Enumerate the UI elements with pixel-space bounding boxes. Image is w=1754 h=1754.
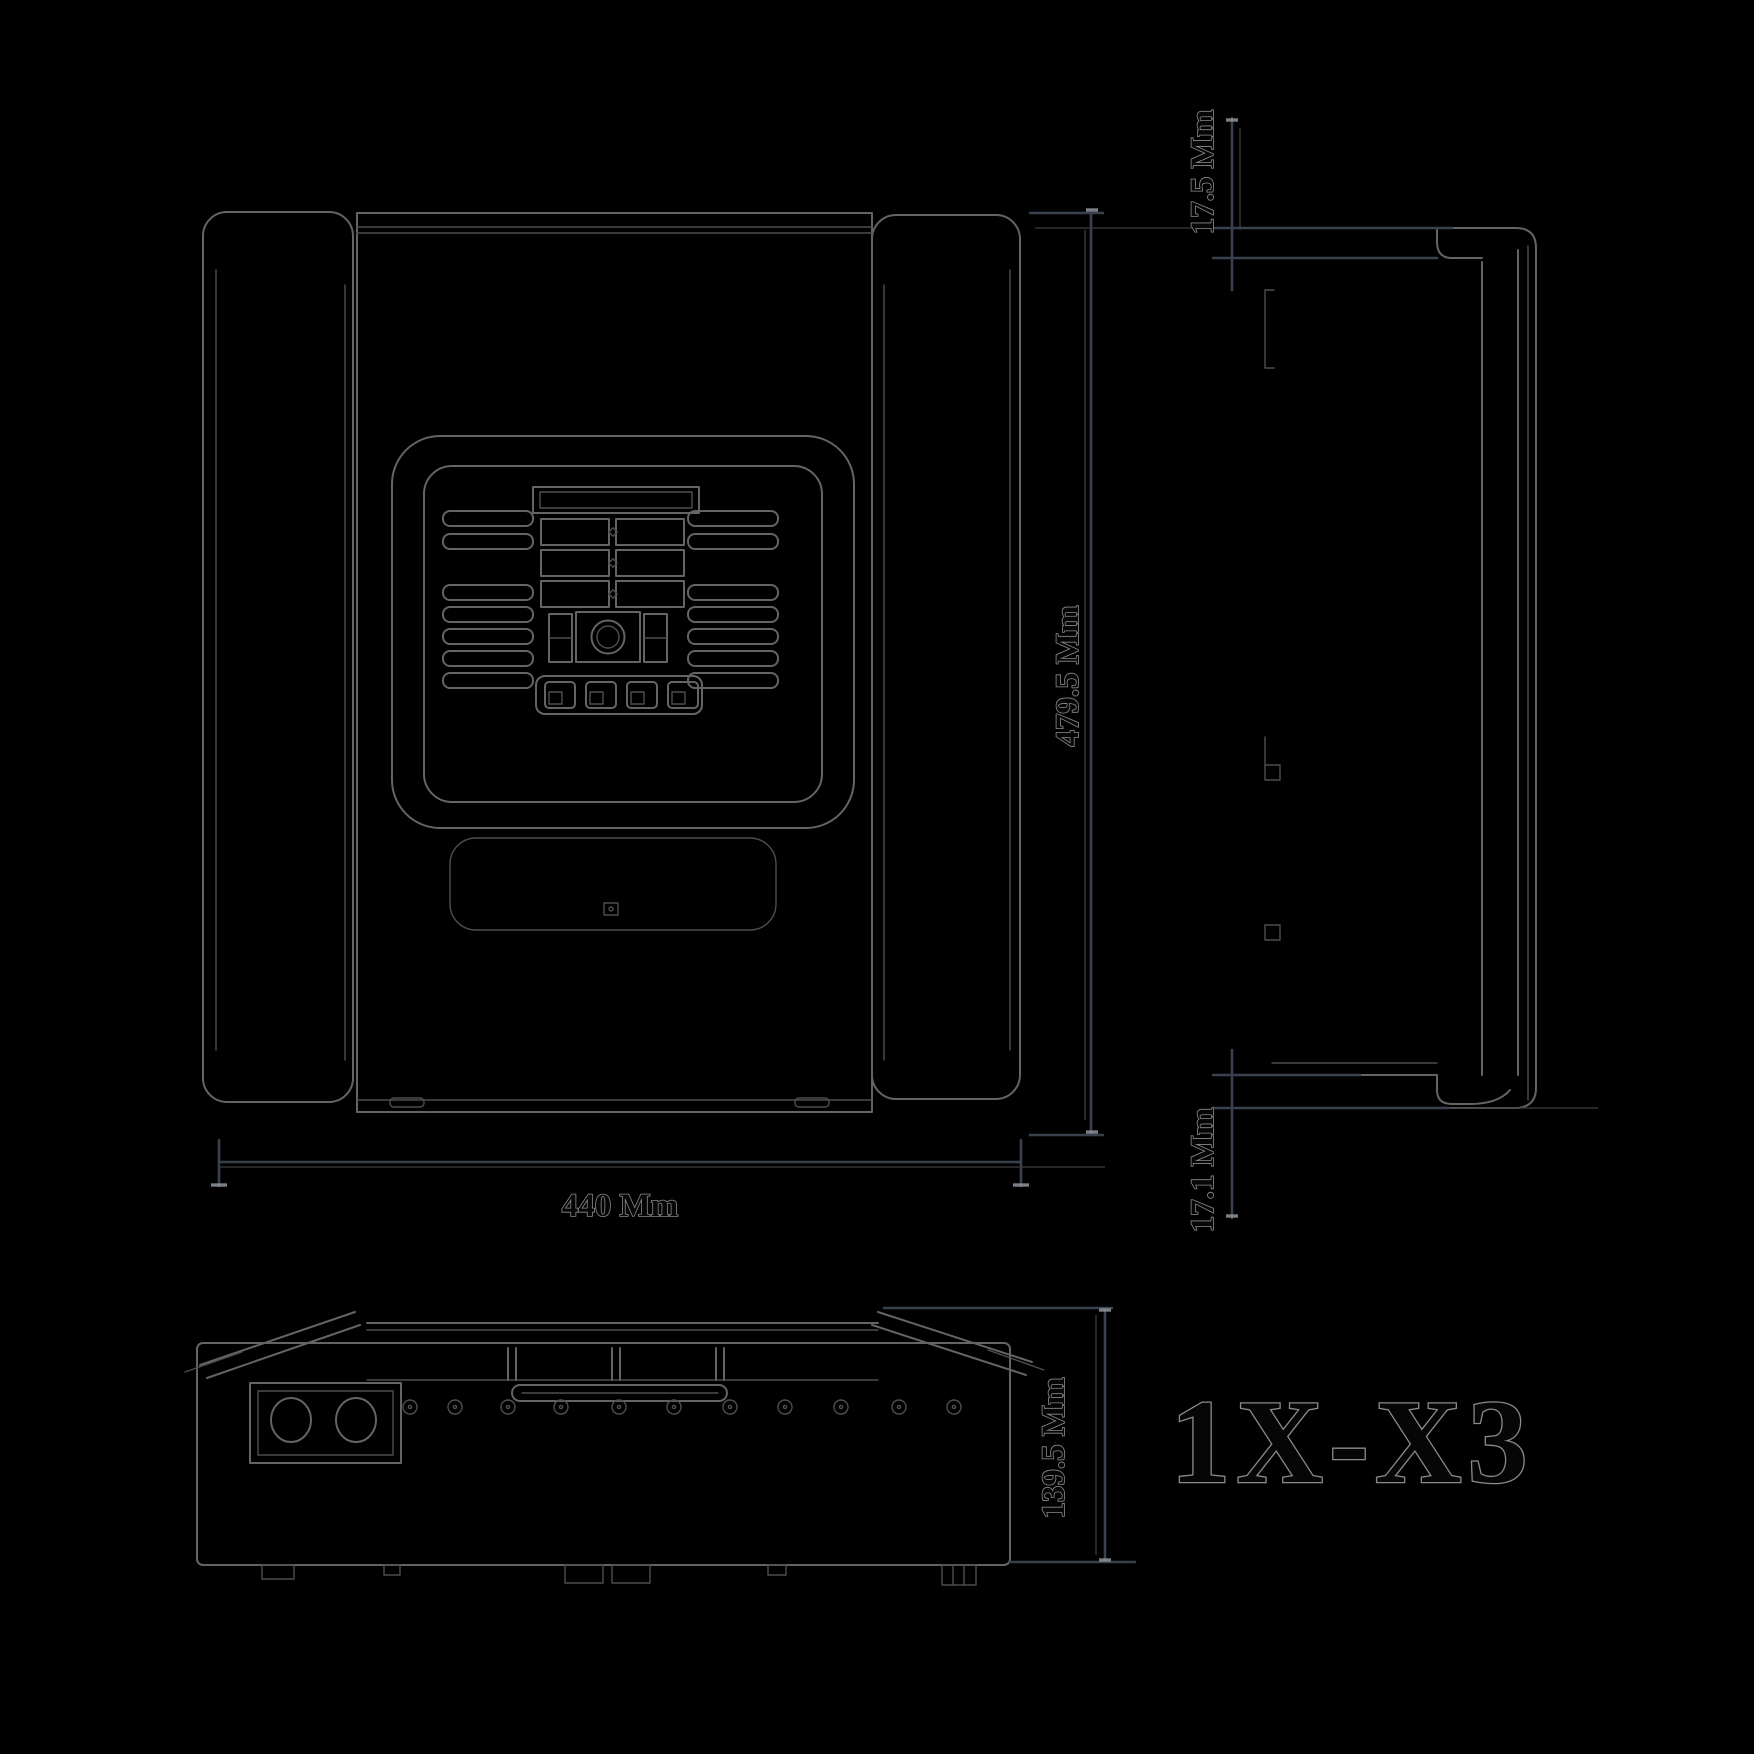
handle-strip bbox=[511, 1384, 728, 1402]
terminal-box bbox=[249, 1382, 402, 1464]
screw-icon bbox=[611, 1399, 627, 1415]
latch-mark bbox=[603, 902, 619, 916]
drawing-code-label: 1X-X3 bbox=[1170, 1375, 1533, 1508]
button-grid bbox=[540, 518, 685, 608]
side-view: 17.5 Mm 17.1 Mm bbox=[1035, 109, 1598, 1233]
dimension-width: 440 Mm bbox=[211, 1138, 1105, 1225]
front-center-body bbox=[356, 212, 873, 1113]
screw-icon bbox=[500, 1399, 516, 1415]
dimension-side-bottom-label: 17.1 Mm bbox=[1185, 1108, 1221, 1233]
dimension-width-label: 440 Mm bbox=[562, 1188, 678, 1224]
top-band-dividers bbox=[507, 1347, 725, 1381]
dimension-depth: 139.5 Mm bbox=[882, 1306, 1137, 1564]
front-view: 440 Mm 479.5 Mm bbox=[202, 208, 1105, 1225]
screw-icon bbox=[833, 1399, 849, 1415]
side-rails bbox=[184, 1311, 1045, 1379]
screw-icon bbox=[722, 1399, 738, 1415]
screw-icon bbox=[946, 1399, 962, 1415]
knob-cluster bbox=[548, 611, 668, 663]
dimension-height-label: 479.5 Mm bbox=[1050, 605, 1086, 746]
cable-gland-icon bbox=[270, 1397, 312, 1443]
screw-icon bbox=[402, 1399, 418, 1415]
dimension-side-bottom: 17.1 Mm bbox=[1184, 1048, 1598, 1233]
screw-icon bbox=[777, 1399, 793, 1415]
dimension-side-top: 17.5 Mm bbox=[1035, 109, 1454, 292]
dimension-height: 479.5 Mm bbox=[1028, 208, 1105, 1137]
control-panel bbox=[442, 486, 779, 916]
cable-gland-icon bbox=[335, 1397, 377, 1443]
vent-slots-right bbox=[687, 510, 779, 689]
screw-icon bbox=[666, 1399, 682, 1415]
control-recess bbox=[391, 435, 855, 931]
display-window bbox=[532, 486, 700, 514]
screw-icon bbox=[553, 1399, 569, 1415]
front-left-panel bbox=[202, 211, 354, 1103]
vent-slots-left bbox=[442, 510, 534, 689]
screw-row bbox=[402, 1399, 962, 1415]
mounting-hooks bbox=[1264, 289, 1281, 941]
screw-icon bbox=[891, 1399, 907, 1415]
bottom-view: 139.5 Mm bbox=[184, 1306, 1137, 1586]
knob-icon bbox=[590, 619, 626, 655]
screw-icon bbox=[447, 1399, 463, 1415]
bottom-button-row bbox=[535, 675, 703, 715]
feet bbox=[261, 1564, 977, 1586]
dimension-side-top-label: 17.5 Mm bbox=[1185, 110, 1221, 235]
dimension-depth-label: 139.5 Mm bbox=[1036, 1377, 1072, 1518]
